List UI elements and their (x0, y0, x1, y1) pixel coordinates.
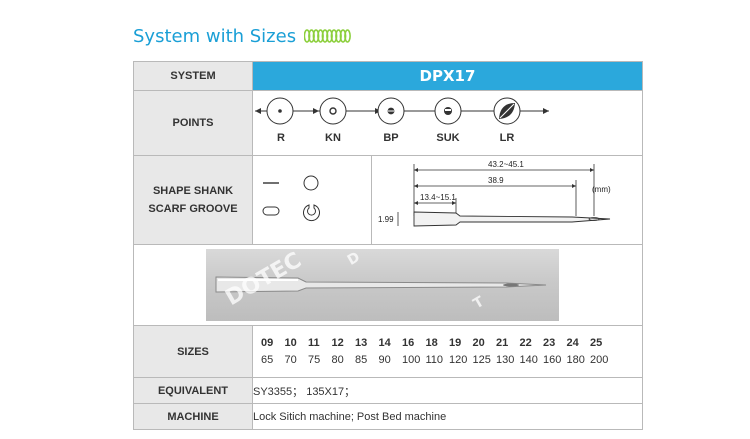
photo-cell: DOTEC D T (133, 244, 643, 326)
point-bp-icon (377, 97, 405, 125)
needle-photo-drawing (215, 276, 547, 293)
point-suk-icon (434, 97, 462, 125)
size-nm-cell: 18 (425, 337, 438, 349)
groove-icon (303, 204, 320, 222)
points-diagram (255, 97, 549, 125)
system-label: SYSTEM (133, 61, 253, 91)
point-r-icon (266, 97, 294, 125)
size-metric-cell: 120 (449, 354, 468, 366)
size-nm-cell: 24 (566, 337, 579, 349)
size-nm-cell: 13 (355, 337, 368, 349)
dim-diameter: 1.99 (378, 215, 394, 224)
size-metric-cell: 100 (402, 354, 421, 366)
sizes-cell: 09 10 11 12 13 14 16 18 19 20 21 22 23 24 25 65 70 75 80 8… (252, 325, 643, 378)
size-nm-cell: 11 (308, 337, 320, 349)
dim-overall-length: 43.2~45.1 (488, 160, 524, 169)
size-nm-cell: 16 (402, 337, 415, 349)
size-metric-cell: 160 (543, 354, 562, 366)
machine-label: MACHINE (133, 403, 253, 430)
size-metric-cell: 110 (425, 354, 444, 366)
point-r-label: R (277, 132, 285, 144)
dim-unit: (mm) (592, 185, 611, 194)
dim-length-2: 38.9 (488, 176, 504, 185)
size-nm-cell: 10 (284, 337, 297, 349)
size-metric-cell: 180 (566, 354, 585, 366)
size-nm-cell: 12 (331, 337, 344, 349)
size-metric-cell: 125 (472, 354, 491, 366)
size-metric-cell: 200 (590, 354, 609, 366)
points-label: POINTS (133, 90, 253, 156)
shape-label-line1: SHAPE SHANK (152, 185, 234, 197)
size-metric-cell: 65 (261, 354, 274, 366)
sizes-metric-row: 65 70 75 80 85 90 100 110 120 125 130 140 160 180 200 (261, 352, 642, 369)
point-lr-icon (493, 97, 521, 125)
photo-row: DOTEC D T (133, 244, 643, 326)
size-nm-cell: 21 (496, 337, 509, 349)
machine-value: Lock Sitich machine; Post Bed machine (252, 403, 643, 430)
size-metric-cell: 90 (378, 354, 391, 366)
section-title: System with Sizes (133, 25, 297, 47)
system-value: DPX17 (252, 61, 643, 91)
shape-icons (253, 156, 372, 244)
section-heading: System with Sizes (133, 24, 352, 48)
shape-cell: 43.2~45.1 38.9 13.4~15.1 (mm) 1.99 (252, 155, 643, 245)
point-kn-icon (319, 97, 347, 125)
shank-scarf-diagram (262, 175, 320, 222)
needle-outline (413, 211, 611, 227)
size-metric-cell: 70 (284, 354, 297, 366)
points-cell: R KN BP SUK LR (252, 90, 643, 156)
size-nm-cell: 20 (472, 337, 485, 349)
size-nm-cell: 23 (543, 337, 556, 349)
shape-label-line2: SCARF GROOVE (148, 203, 238, 215)
shape-row: SHAPE SHANK SCARF GROOVE (133, 155, 643, 245)
dim-length-3: 13.4~15.1 (420, 193, 456, 202)
sizes-label: SIZES (133, 325, 253, 378)
shank-round-icon (303, 175, 319, 191)
scarf-short-icon (262, 206, 280, 216)
equivalent-label: EQUIVALENT (133, 377, 253, 404)
sizes-row: SIZES 09 10 11 12 13 14 16 18 19 20 21 22 23 24 25 65 7… (133, 325, 643, 378)
point-suk-label: SUK (436, 132, 460, 144)
size-nm-cell: 22 (519, 337, 532, 349)
size-metric-cell: 85 (355, 354, 368, 366)
point-bp-label: BP (383, 132, 399, 144)
needle-photo: DOTEC D T (206, 248, 559, 321)
size-nm-cell: 09 (261, 337, 274, 349)
point-kn-label: KN (325, 132, 341, 144)
size-metric-cell: 80 (331, 354, 344, 366)
needle-dimension-diagram: 43.2~45.1 38.9 13.4~15.1 (mm) 1.99 (378, 160, 611, 227)
equivalent-value: SY3355； 135X17； (252, 377, 643, 404)
spec-table: SYSTEM DPX17 POINTS (133, 61, 643, 430)
spring-coil-icon (304, 29, 351, 43)
points-row: POINTS (133, 90, 643, 156)
size-metric-cell: 140 (519, 354, 538, 366)
shape-label: SHAPE SHANK SCARF GROOVE (133, 155, 253, 245)
size-metric-cell: 130 (496, 354, 515, 366)
system-row: SYSTEM DPX17 (133, 61, 643, 91)
machine-row: MACHINE Lock Sitich machine; Post Bed ma… (133, 403, 643, 430)
equivalent-row: EQUIVALENT SY3355； 135X17； (133, 377, 643, 404)
point-lr-label: LR (499, 132, 515, 144)
needle-drawing: 43.2~45.1 38.9 13.4~15.1 (mm) 1.99 (372, 156, 642, 244)
sizes-nm-row: 09 10 11 12 13 14 16 18 19 20 21 22 23 24 25 (261, 335, 642, 352)
size-nm-cell: 19 (449, 337, 462, 349)
size-nm-cell: 14 (378, 337, 391, 349)
size-metric-cell: 75 (308, 354, 321, 366)
size-nm-cell: 25 (590, 337, 603, 349)
